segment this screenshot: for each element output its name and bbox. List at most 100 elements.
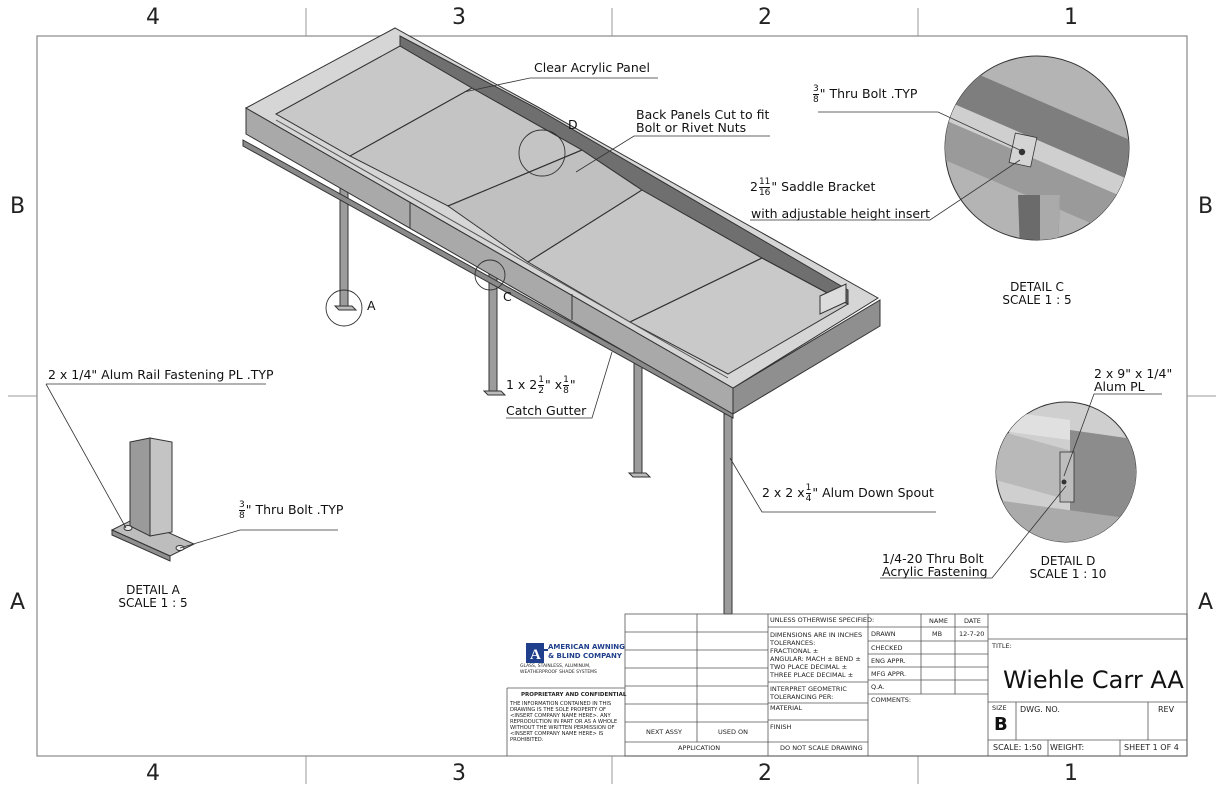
fraction-numerator: 3	[813, 84, 819, 95]
callout-text: " Thru Bolt .TYP	[245, 502, 344, 517]
callout-text: " Saddle Bracket	[771, 179, 876, 194]
callout-back-panels-line1: Back Panels Cut to fit	[636, 107, 770, 122]
callout-text: 2 x 2 x	[762, 485, 805, 500]
detail-d-view	[995, 401, 1137, 543]
dims-line2: TOLERANCES:	[770, 639, 816, 647]
detail-title: DETAIL D	[1040, 554, 1096, 568]
callout-acrylic-fastening-line2: Acrylic Fastening	[882, 564, 988, 579]
zone-label-left-a: A	[10, 590, 26, 615]
company-tagline-2: WEATHERPROOF SHADE SYSTEMS	[520, 670, 597, 675]
callout-text: "	[569, 377, 576, 392]
fraction-numerator: 1	[805, 483, 812, 494]
zone-label-top-1: 1	[1064, 5, 1078, 30]
finish-label: FINISH	[770, 723, 792, 731]
zone-label-bottom-4: 4	[146, 761, 160, 786]
company-logo-mark: A	[526, 643, 548, 663]
zone-label-bottom-2: 2	[758, 761, 772, 786]
material-label: MATERIAL	[770, 704, 803, 712]
zone-label-bottom-3: 3	[452, 761, 466, 786]
company-name-line2: & BLIND COMPANY	[548, 652, 622, 660]
company-name-line1: AMERICAN AWNING	[548, 643, 625, 651]
detail-title: DETAIL C	[1010, 280, 1064, 294]
detail-scale: SCALE 1 : 10	[1029, 567, 1107, 581]
interpret-line1: INTERPRET GEOMETRIC	[770, 685, 847, 693]
company-tagline-1: GLASS, STAINLESS, ALUMINUM,	[520, 664, 591, 669]
date-header: DATE	[964, 617, 981, 625]
callout-saddle-bracket-line2: with adjustable height insert	[751, 206, 931, 221]
unless-specified-label: UNLESS OTHERWISE SPECIFIED:	[770, 616, 875, 624]
fraction-numerator: 11	[758, 177, 771, 188]
fraction-denominator: 2	[538, 386, 544, 396]
application-label: APPLICATION	[678, 744, 721, 752]
detail-scale: SCALE 1 : 5	[1002, 293, 1072, 307]
fraction-denominator: 8	[239, 511, 245, 521]
fraction-whole: 2	[750, 179, 758, 194]
weight-label: WEIGHT:	[1050, 743, 1085, 752]
detail-marker-d: D	[568, 117, 578, 132]
mfg-appr-label: MFG APPR.	[871, 670, 907, 678]
callout-text: 1 x 2	[506, 377, 538, 392]
zone-label-left-b: B	[10, 194, 26, 219]
detail-marker-a: A	[367, 298, 376, 313]
sheet-number: SHEET 1 OF 4	[1124, 743, 1179, 752]
detail-d-label: DETAIL D SCALE 1 : 10	[1018, 555, 1118, 581]
callout-text: " x	[544, 377, 563, 392]
detail-scale: SCALE 1 : 5	[118, 596, 188, 610]
zone-label-right-b: B	[1198, 194, 1214, 219]
detail-a-label: DETAIL A SCALE 1 : 5	[103, 584, 203, 610]
title-label: TITLE:	[992, 642, 1012, 650]
interpret-line2: TOLERANCING PER:	[770, 693, 834, 701]
callout-back-panels-line2: Bolt or Rivet Nuts	[636, 120, 747, 135]
next-assy-label: NEXT ASSY	[646, 728, 683, 736]
drawing-title: Wiehle Carr AA	[1003, 666, 1184, 694]
drawn-date: 12-7-20	[959, 630, 985, 638]
callout-clear-acrylic-panel: Clear Acrylic Panel	[534, 60, 650, 75]
callout-alum-pl-line2: Alum PL	[1094, 379, 1145, 394]
drawn-name: MB	[932, 630, 943, 638]
proprietary-title: PROPRIETARY AND CONFIDENTIAL	[521, 692, 627, 698]
size-label: SIZE	[992, 704, 1007, 712]
sheet-size: B	[994, 714, 1008, 735]
callout-text: " Thru Bolt .TYP	[819, 86, 918, 101]
zone-label-top-3: 3	[452, 5, 466, 30]
comments-label: COMMENTS:	[871, 696, 912, 704]
callout-rail-fastening: 2 x 1/4" Alum Rail Fastening PL .TYP	[48, 367, 274, 382]
detail-c-label: DETAIL C SCALE 1 : 5	[987, 281, 1087, 307]
leader-lines	[45, 77, 1162, 579]
fraction-denominator: 8	[813, 95, 819, 105]
detail-markers	[325, 129, 566, 327]
dims-line4: ANGULAR: MACH ± BEND ±	[770, 655, 861, 663]
callout-acrylic-fastening-line1: 1/4-20 Thru Bolt	[882, 551, 984, 566]
detail-title: DETAIL A	[126, 583, 180, 597]
fraction-numerator: 1	[538, 375, 544, 386]
detail-a-view	[110, 437, 196, 562]
rev-label: REV	[1158, 705, 1175, 714]
qa-label: Q.A.	[871, 683, 885, 691]
callout-catch-gutter-line2: Catch Gutter	[506, 403, 587, 418]
callout-alum-pl-line1: 2 x 9" x 1/4"	[1094, 366, 1173, 381]
fraction-denominator: 16	[758, 188, 771, 198]
used-on-label: USED ON	[718, 728, 749, 736]
dwg-no-label: DWG. NO.	[1020, 705, 1060, 714]
fraction-numerator: 3	[239, 500, 245, 511]
title-block-grid	[506, 613, 1188, 757]
canopy-assembly	[242, 27, 881, 615]
dims-line1: DIMENSIONS ARE IN INCHES	[770, 631, 863, 639]
svg-text:A: A	[530, 647, 541, 663]
dims-line6: THREE PLACE DECIMAL ±	[770, 671, 854, 679]
zone-label-top-4: 4	[146, 5, 160, 30]
detail-marker-c: C	[503, 289, 512, 304]
do-not-scale-label: DO NOT SCALE DRAWING	[780, 744, 863, 752]
name-header: NAME	[929, 617, 949, 625]
zone-label-right-a: A	[1198, 590, 1214, 615]
dims-line3: FRACTIONAL ±	[770, 647, 819, 655]
